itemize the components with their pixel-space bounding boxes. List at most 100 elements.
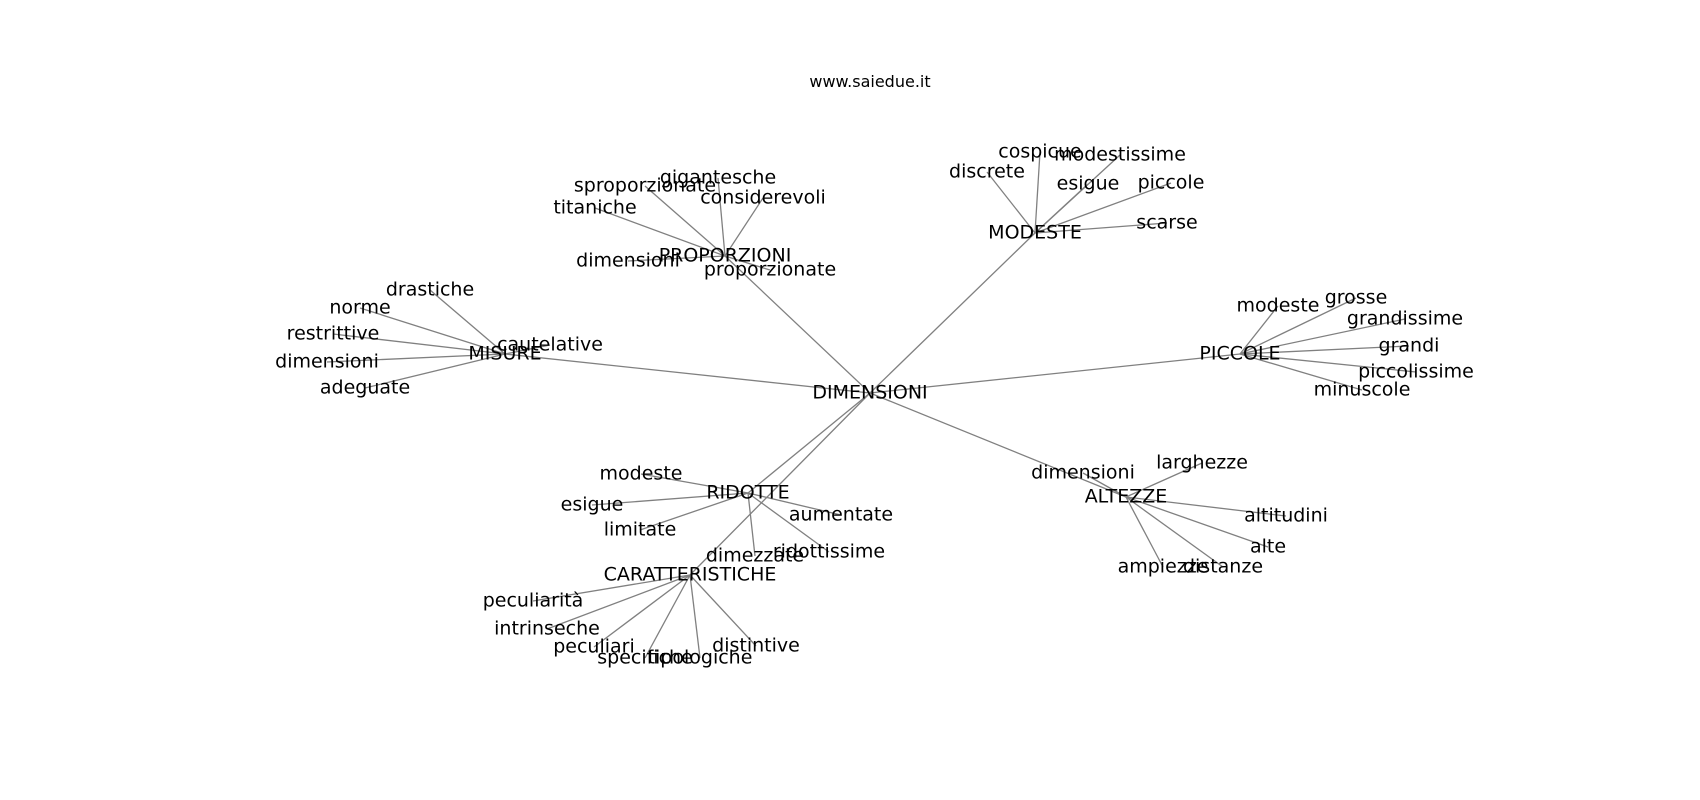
edge-misure-2 [332,333,506,355]
edge-proporzioni-4 [627,255,726,262]
node-hub-modeste: MODESTE [988,222,1082,244]
node-leaf-proporzioni-3: titaniche [553,197,636,219]
node-leaf-ridotte-4: dimezzate [706,545,804,567]
edge-proporzioni-3 [594,207,726,257]
node-leaf-proporzioni-4: dimensioni [576,250,680,272]
edge-ridotte-4 [747,492,756,557]
node-leaf-altezze-0: dimensioni [1031,462,1135,484]
edge-proporzioni-2 [724,197,764,257]
edge-piccole-2 [1239,318,1406,355]
edge-altezze-4 [1125,496,1164,568]
node-leaf-caratteristiche-5: distintive [712,635,800,657]
node-leaf-piccole-3: grandi [1379,335,1440,357]
node-leaf-modeste-2: discrete [949,161,1025,183]
node-leaf-misure-3: cautelative [497,334,603,356]
graph-edges [326,151,1417,659]
edge-misure-3 [504,344,551,355]
node-leaf-proporzioni-5: proporzionate [704,259,836,281]
node-leaf-piccole-0: modeste [1237,295,1320,317]
node-leaf-ridotte-5: ridottissime [773,541,885,563]
edge-modeste-5 [1034,222,1168,234]
node-leaf-misure-1: norme [329,297,390,319]
node-hub-ridotte: RIDOTTE [706,482,789,504]
node-leaf-altezze-1: larghezze [1156,452,1248,474]
edge-caratteristiche-3 [644,574,691,659]
edge-ridotte-2 [639,492,749,531]
node-leaf-altezze-2: altitudini [1244,505,1328,527]
edge-piccole-4 [1239,353,1417,373]
edge-caratteristiche-0 [532,574,691,602]
site-label: www.saiedue.it [809,72,930,91]
node-hub-caratteristiche: CARATTERISTICHE [604,564,777,586]
node-root: DIMENSIONI [812,382,927,404]
edge-altezze-0 [1082,472,1127,498]
node-leaf-caratteristiche-4: tipologiche [648,647,753,669]
edge-altezze-3 [1125,496,1269,548]
node-leaf-proporzioni-1: gigantesche [660,167,776,189]
edge-misure-4 [326,353,506,363]
node-leaf-ridotte-3: aumentate [789,504,893,526]
node-leaf-caratteristiche-3: specifiche [597,647,693,669]
edge-modeste-4 [1034,182,1172,234]
edge-ridotte-3 [747,492,842,516]
edge-misure-0 [429,289,506,355]
edge-altezze-5 [1125,496,1224,568]
edge-modeste-2 [986,171,1036,234]
edge-misure-1 [359,307,506,355]
node-hub-altezze: ALTEZZE [1085,486,1168,508]
edge-misure-5 [364,353,506,389]
edge-modeste-3 [1034,183,1089,234]
edge-root-altezze [869,392,1127,498]
node-leaf-piccole-5: minuscole [1314,379,1411,401]
edge-caratteristiche-4 [689,574,701,659]
node-hub-piccole: PICCOLE [1199,343,1280,365]
node-leaf-proporzioni-0: sproporzionate [574,175,716,197]
node-leaf-modeste-4: piccole [1138,172,1205,194]
node-hub-proporzioni: PROPORZIONI [659,245,792,267]
node-leaf-modeste-5: scarse [1136,212,1197,234]
node-leaf-altezze-5: distanze [1183,556,1263,578]
edge-piccole-3 [1239,345,1410,355]
edge-root-misure [504,353,871,394]
node-leaf-caratteristiche-2: peculiari [553,636,635,658]
edge-caratteristiche-5 [689,574,757,647]
edge-ridotte-1 [591,492,749,506]
node-leaf-misure-5: adeguate [320,377,410,399]
node-leaf-modeste-0: cospicue [998,141,1082,163]
edge-piccole-0 [1239,305,1279,355]
edge-piccole-1 [1239,297,1357,355]
node-leaf-ridotte-2: limitate [604,519,677,541]
node-leaf-proporzioni-2: considerevoli [700,187,826,209]
node-leaf-altezze-3: alte [1250,536,1286,558]
edge-caratteristiche-2 [593,574,691,648]
node-leaf-piccole-1: grosse [1325,287,1388,309]
node-leaf-piccole-2: grandissime [1347,308,1463,330]
node-leaf-misure-4: dimensioni [275,351,379,373]
edge-proporzioni-5 [724,255,771,271]
edge-altezze-1 [1125,462,1203,498]
edge-root-modeste [869,232,1036,394]
edge-altezze-2 [1125,496,1287,517]
edge-proporzioni-0 [644,185,726,257]
node-leaf-modeste-1: modestissime [1054,144,1186,166]
edge-ridotte-0 [640,473,749,494]
edge-root-caratteristiche [689,392,871,576]
edge-proporzioni-1 [717,177,726,257]
edge-caratteristiche-1 [546,574,691,630]
graph-nodes: DIMENSIONI PROPORZIONI sproporzionategigan… [275,141,1474,669]
edge-modeste-0 [1034,151,1041,234]
edge-root-proporzioni [724,255,871,394]
node-leaf-misure-2: restrittive [287,323,380,345]
node-leaf-caratteristiche-1: intrinseche [494,618,600,640]
node-hub-misure: MISURE [468,343,541,365]
edge-root-ridotte [747,392,871,494]
node-leaf-piccole-4: piccolissime [1358,361,1474,383]
node-leaf-ridotte-1: esigue [561,494,624,516]
node-leaf-modeste-3: esigue [1057,173,1120,195]
node-leaf-misure-0: drastiche [386,279,474,301]
node-leaf-caratteristiche-0: peculiarità [483,590,584,612]
edge-root-piccole [869,353,1241,394]
node-leaf-ridotte-0: modeste [600,463,683,485]
edge-piccole-5 [1239,353,1363,391]
